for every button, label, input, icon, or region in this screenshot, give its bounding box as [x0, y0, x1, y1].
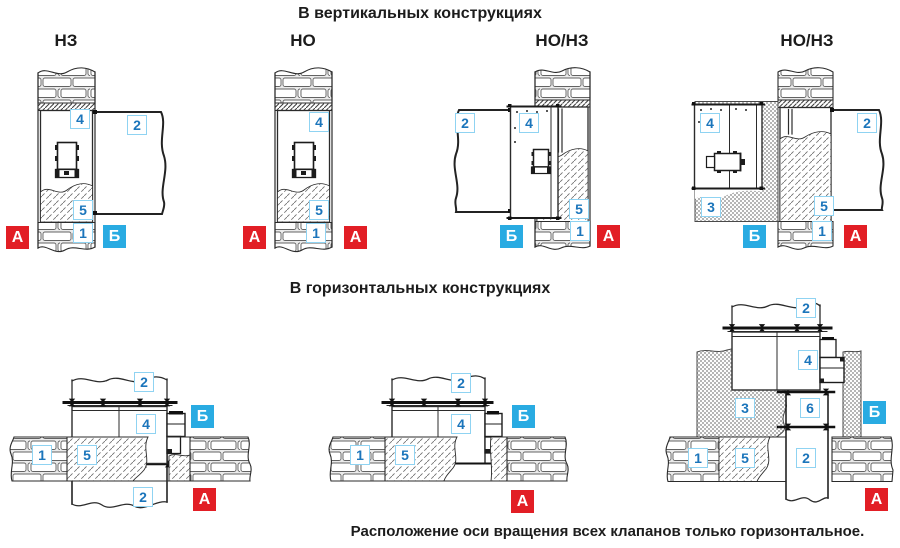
callout-wall: 1 [812, 221, 832, 241]
badge-side-a: А [344, 226, 367, 249]
callout-duct-top: 2 [134, 372, 154, 392]
callout-wall: 1 [570, 221, 590, 241]
duct-top-break [391, 375, 486, 382]
section-title-horizontal: В горизонтальных конструкциях [289, 280, 551, 297]
actuator-icon [291, 141, 317, 179]
badge-side-a: А [511, 490, 534, 513]
callout-duct-bottom: 2 [796, 448, 816, 468]
duct-bottom-break [785, 497, 829, 503]
duct-top-break [71, 376, 168, 383]
mortar-patch [168, 454, 191, 482]
callout-protection: 3 [701, 197, 721, 217]
diagram-label-no-nz-2: НО/НЗ [780, 31, 834, 50]
diagram-label-nz: НЗ [54, 31, 78, 50]
callout-mortar: 5 [569, 199, 589, 219]
badge-side-b: Б [103, 225, 126, 248]
fire-protection-right [842, 350, 862, 438]
callout-wall: 1 [350, 445, 370, 465]
callout-valve: 4 [798, 350, 818, 370]
callout-duct-top: 2 [451, 373, 471, 393]
diagram-label-no-nz-1: НО/НЗ [535, 31, 589, 50]
callout-duct: 2 [857, 113, 877, 133]
wall-lintel [274, 102, 333, 111]
callout-protection: 3 [735, 398, 755, 418]
section-title-vertical: В вертикальных конструкциях [298, 5, 542, 22]
badge-side-a: А [6, 226, 29, 249]
callout-wall: 1 [32, 445, 52, 465]
callout-valve: 4 [70, 109, 90, 129]
floor-brick-right [831, 436, 894, 483]
callout-valve: 4 [700, 113, 720, 133]
diagram-label-no: НО [290, 31, 316, 50]
callout-mortar: 5 [395, 445, 415, 465]
callout-wall: 1 [73, 223, 93, 243]
callout-mortar: 5 [309, 200, 329, 220]
badge-side-a: А [193, 488, 216, 511]
wall-brick-top [534, 67, 591, 101]
wall-brick-top [274, 67, 333, 104]
mortar-patch [489, 436, 508, 482]
callout-mortar: 5 [77, 445, 97, 465]
badge-side-b: Б [743, 225, 766, 248]
actuator-icon [530, 148, 552, 175]
badge-side-b: Б [512, 405, 535, 428]
wall-brick-top [777, 67, 834, 101]
badge-side-b: Б [500, 225, 523, 248]
badge-side-b: Б [863, 401, 886, 424]
callout-wall: 1 [688, 448, 708, 468]
badge-side-a: А [844, 225, 867, 248]
callout-wall: 1 [306, 223, 326, 243]
wall-brick-top [37, 67, 96, 104]
callout-duct-top: 2 [796, 298, 816, 318]
diagram-vertical-3 [453, 67, 591, 250]
duct [832, 109, 885, 211]
actuator-icon [705, 151, 745, 173]
diagram-horizontal-3 [665, 302, 894, 503]
callout-mortar: 5 [735, 448, 755, 468]
callout-duct: 2 [127, 115, 147, 135]
actuator-icon [819, 337, 845, 384]
callout-valve: 4 [136, 414, 156, 434]
callout-mortar: 5 [73, 200, 93, 220]
badge-side-a: А [865, 488, 888, 511]
badge-side-a: А [243, 226, 266, 249]
footer-note: Расположение оси вращения всех клапанов … [350, 523, 865, 540]
floor-brick-right [189, 436, 252, 482]
callout-valve: 4 [309, 112, 329, 132]
callout-duct-bottom: 2 [133, 487, 153, 507]
wall-lintel [777, 99, 834, 108]
actuator-icon [54, 141, 80, 179]
actuator-icon [166, 411, 186, 455]
diagram-horizontal-2 [328, 375, 569, 482]
callout-mortar: 5 [814, 196, 834, 216]
badge-side-b: Б [191, 405, 214, 428]
badge-side-a: А [597, 225, 620, 248]
diagram-vertical-1 [37, 67, 167, 253]
callout-valve: 4 [519, 113, 539, 133]
callout-connector: 6 [800, 398, 820, 418]
callout-duct: 2 [455, 113, 475, 133]
valve-body [691, 102, 765, 190]
diagram-vertical-4 [691, 67, 885, 250]
duct [94, 111, 167, 215]
callout-valve: 4 [451, 414, 471, 434]
floor-brick-right [506, 436, 569, 482]
